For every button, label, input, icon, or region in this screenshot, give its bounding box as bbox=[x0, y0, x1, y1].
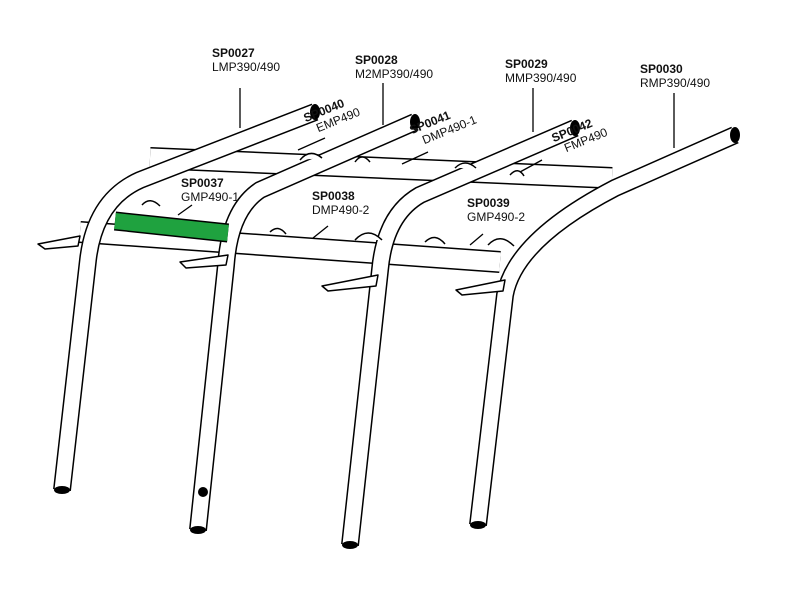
hoop-sp0027 bbox=[53, 103, 319, 492]
part-code: SP0028 bbox=[355, 53, 398, 67]
part-code: SP0038 bbox=[312, 189, 355, 203]
part-code: SP0029 bbox=[505, 57, 548, 71]
part-name: LMP390/490 bbox=[212, 60, 281, 74]
part-code: SP0037 bbox=[181, 176, 224, 190]
part-code: SP0027 bbox=[212, 46, 255, 60]
crossbar-front bbox=[79, 221, 501, 273]
hoop-sp0030 bbox=[469, 126, 739, 527]
bracket bbox=[37, 235, 81, 250]
part-name: DMP490-2 bbox=[312, 203, 370, 217]
bracket bbox=[321, 274, 379, 292]
part-name: GMP490-1 bbox=[181, 190, 240, 204]
part-name: M2MP390/490 bbox=[355, 67, 434, 81]
part-name: RMP390/490 bbox=[640, 76, 711, 90]
bracket bbox=[455, 279, 506, 296]
hoop-sp0029 bbox=[341, 119, 579, 546]
crossbar-rear bbox=[149, 147, 613, 189]
part-code: SP0039 bbox=[467, 196, 510, 210]
tube-ends bbox=[54, 104, 740, 549]
leader-lines bbox=[177, 83, 675, 246]
bracket bbox=[179, 254, 229, 269]
part-code: SP0030 bbox=[640, 62, 683, 76]
part-name: GMP490-2 bbox=[467, 210, 526, 224]
part-name: MMP390/490 bbox=[505, 71, 577, 85]
